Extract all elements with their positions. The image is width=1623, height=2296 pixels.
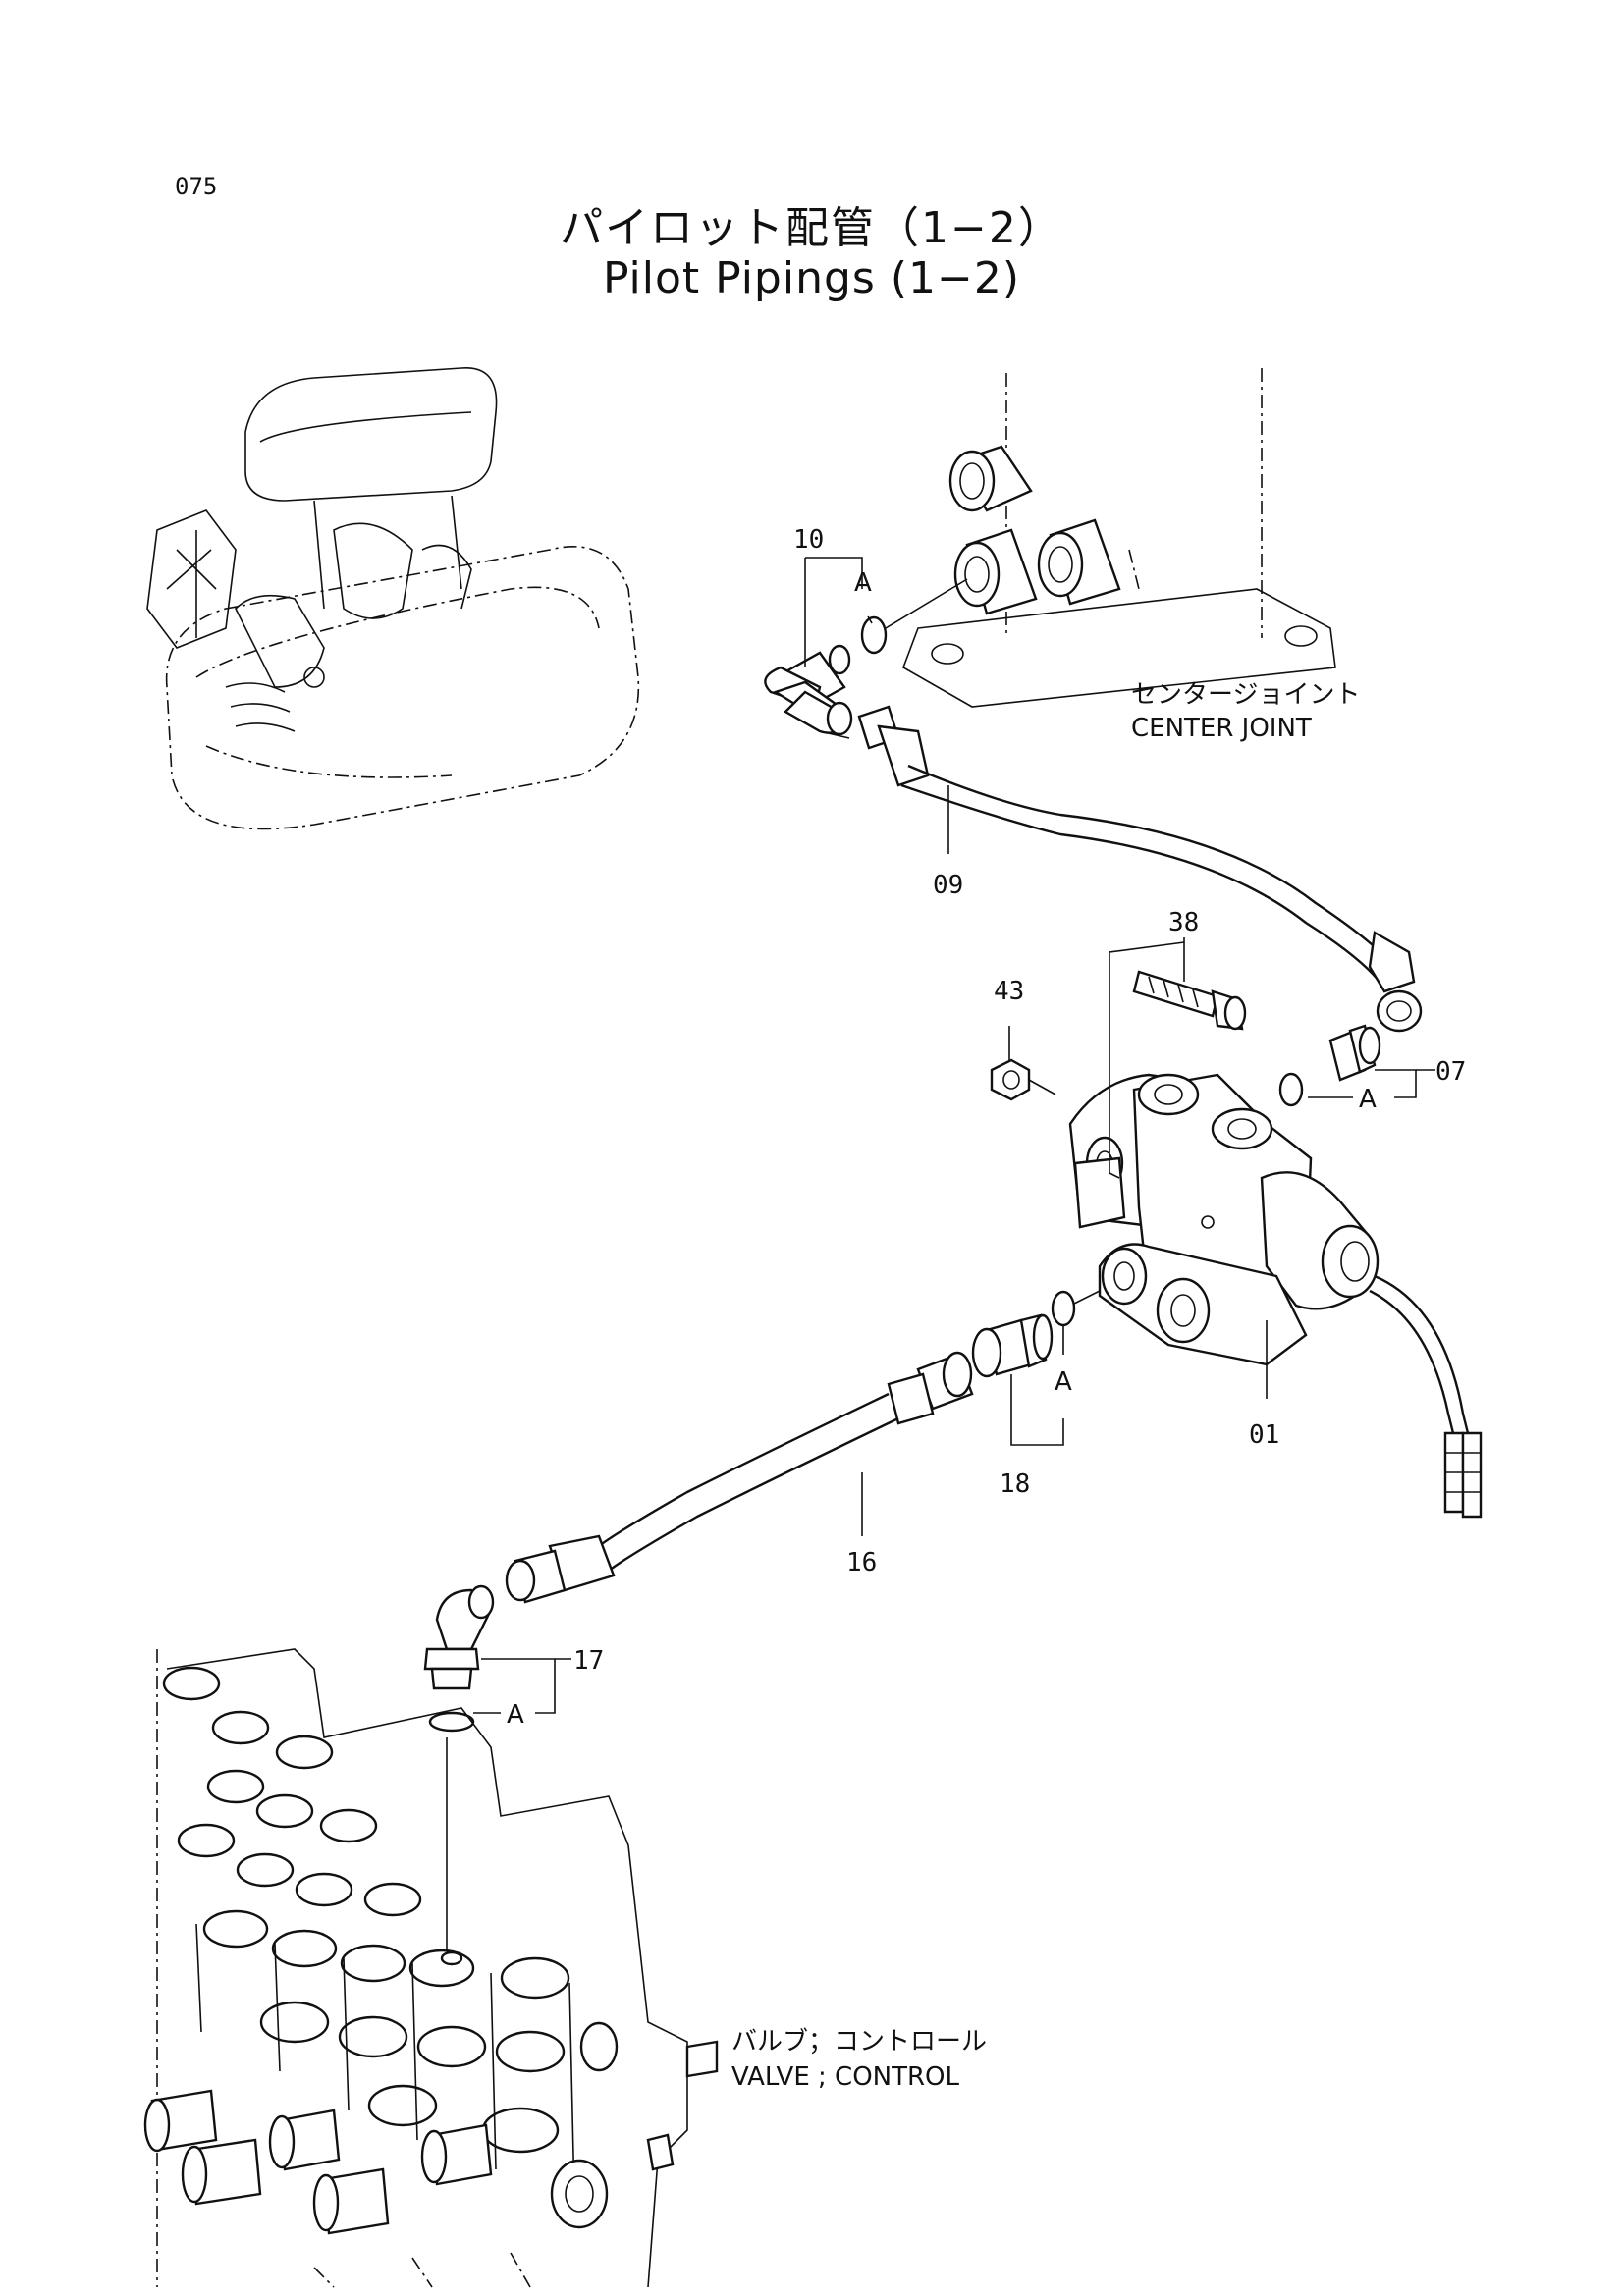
part-17-elbow-fitting <box>423 1584 495 1690</box>
page-number: 075 <box>175 173 218 200</box>
callout-16: 16 <box>846 1548 877 1577</box>
callout-09: 09 <box>933 871 963 900</box>
title-japanese: パイロット配管（1−2） <box>560 203 1063 253</box>
part-01-solenoid-valve <box>1068 1073 1483 1519</box>
part-38-bolt <box>1132 970 1247 1031</box>
center-joint-illustration <box>902 368 1336 708</box>
callout-17: 17 <box>573 1646 604 1676</box>
control-valve-label-jp: バルブ；コントロール <box>731 2027 987 2056</box>
o-ring-a-upper <box>860 615 888 655</box>
part-16-pilot-hose <box>505 1351 974 1604</box>
callout-a-17: A <box>507 1700 524 1730</box>
callout-a-07: A <box>1359 1085 1377 1114</box>
title-english: Pilot Pipings (1−2) <box>602 253 1021 303</box>
part-09-pilot-hose <box>857 705 1423 1033</box>
center-joint-label-en: CENTER JOINT <box>1131 714 1312 743</box>
leader-oring-to-joint <box>885 578 968 629</box>
part-18-adapter <box>971 1313 1054 1378</box>
part-07-adapter <box>1328 1024 1381 1082</box>
o-ring-a-17 <box>428 1711 475 1733</box>
callout-38: 38 <box>1168 908 1199 937</box>
control-valve-label-en: VALVE ; CONTROL <box>731 2062 960 2092</box>
callout-10: 10 <box>793 525 824 555</box>
callout-a-10: A <box>854 568 872 598</box>
part-43-nut <box>990 1058 1031 1101</box>
callout-43: 43 <box>994 977 1024 1006</box>
o-ring-a-07 <box>1278 1072 1304 1107</box>
o-ring-a-18 <box>1051 1290 1076 1327</box>
control-valve-illustration <box>143 1648 719 2288</box>
leader-lines <box>473 557 1435 1714</box>
callout-a-18: A <box>1055 1367 1072 1397</box>
callout-01: 01 <box>1249 1420 1279 1450</box>
machine-overview-illustration <box>146 367 640 830</box>
callout-07: 07 <box>1435 1057 1466 1087</box>
center-joint-label-jp: センタージョイント <box>1131 680 1360 710</box>
leader-oring-18-to-valve <box>1073 1290 1101 1305</box>
callout-18: 18 <box>1000 1469 1030 1499</box>
leader-43-to-valve <box>1028 1079 1056 1095</box>
part-10-elbow-fitting <box>764 644 853 739</box>
